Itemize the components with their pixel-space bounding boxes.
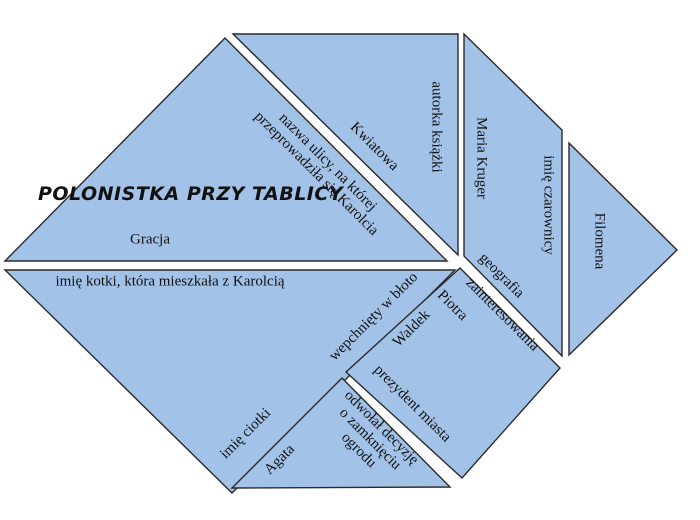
piece-bottom-trapezoid [230,377,452,489]
label-filomena: Filomena [591,212,608,270]
piece-big-left-top-triangle [3,37,449,262]
label-imie-czarownicy: imię czarownicy [540,155,557,255]
diagram-title: POLONISTKA PRZY TABLICY [38,183,344,205]
piece-center-square [344,267,561,479]
piece-right-small-triangle [568,141,678,357]
label-gracja: Gracja [130,231,170,248]
label-autorka-ksiazki: autorka książki [428,81,445,173]
piece-top-right-parallelogram [463,32,563,358]
piece-top-middle-triangle [231,33,459,257]
label-maria-kruger: Maria Kruger [473,116,490,200]
label-imie-kotki: imię kotki, która mieszkała z Karolcią [55,273,285,290]
